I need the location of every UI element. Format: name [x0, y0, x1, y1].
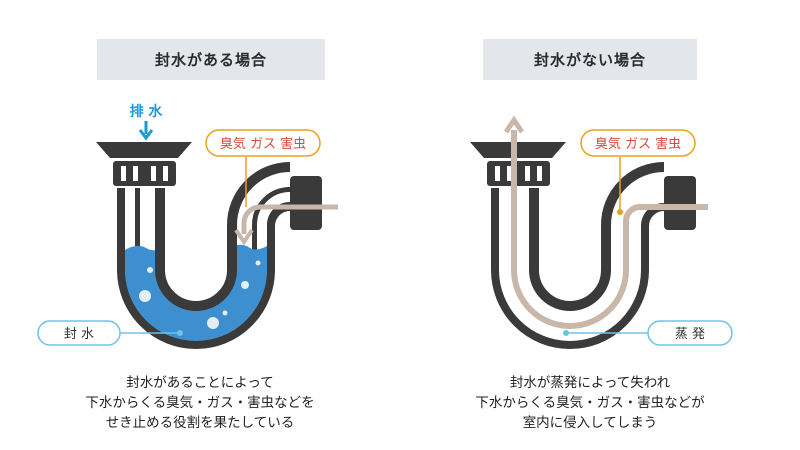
evap-label-badge	[647, 320, 733, 346]
gas-blocked-arrow	[234, 228, 254, 246]
water-label: 封 水	[64, 327, 94, 342]
wall-connector	[290, 176, 322, 230]
caption: 封水があることによって 下水からくる臭気・ガス・害虫などを せき止める役割を果た…	[20, 373, 380, 433]
panel-without-seal-water: 封水がない場合 臭気 ガス 害虫 蒸 発 封水が蒸発によって失われ 下水からくる…	[400, 0, 800, 450]
caption-line-2: 下水からくる臭気・ガス・害虫などが	[475, 395, 705, 411]
caption-line-1: 封水があることによって	[126, 375, 274, 391]
wall-connector	[664, 176, 696, 230]
drain-nut	[487, 161, 550, 186]
gas-path	[241, 204, 338, 234]
drain-nut	[113, 161, 176, 186]
drain-label: 排 水	[130, 103, 164, 120]
panel-title: 封水がない場合	[483, 39, 697, 80]
drain-funnel	[96, 142, 192, 158]
evap-label: 蒸 発	[675, 327, 705, 342]
trap-diagram-without-water: 臭気 ガス 害虫 蒸 発	[470, 115, 733, 349]
caption-line-3: せき止める役割を果たしている	[105, 415, 295, 431]
drain-funnel	[470, 142, 566, 158]
water-label-badge	[37, 320, 121, 346]
caption-line-2: 下水からくる臭気・ガス・害虫などを	[85, 395, 315, 411]
drain-arrow-icon	[138, 129, 154, 141]
caption: 封水が蒸発によって失われ 下水からくる臭気・ガス・害虫などが 室内に侵入してしま…	[410, 373, 770, 433]
gas-label-badge	[580, 129, 696, 157]
caption-line-3: 室内に侵入してしまう	[522, 415, 658, 431]
panel-with-seal-water: 封水がある場合 排 水 臭気 ガ	[20, 39, 380, 433]
trap-pipe-inner	[529, 162, 665, 311]
trap-diagram-with-water: 排 水 臭気 ガス 害虫 封 水	[37, 103, 338, 349]
seal-water	[125, 244, 267, 341]
trap-pipe-outer	[491, 188, 665, 349]
gas-path	[511, 130, 708, 329]
caption-line-1: 封水が蒸発によって失われ	[509, 375, 671, 391]
gas-label: 臭気 ガス 害虫	[595, 136, 681, 152]
trap-pipe-inner	[155, 162, 291, 311]
gas-escape-arrow-icon	[503, 115, 525, 134]
gas-label-badge	[205, 129, 321, 157]
gas-label: 臭気 ガス 害虫	[220, 136, 306, 152]
panel-title: 封水がある場合	[97, 39, 325, 80]
